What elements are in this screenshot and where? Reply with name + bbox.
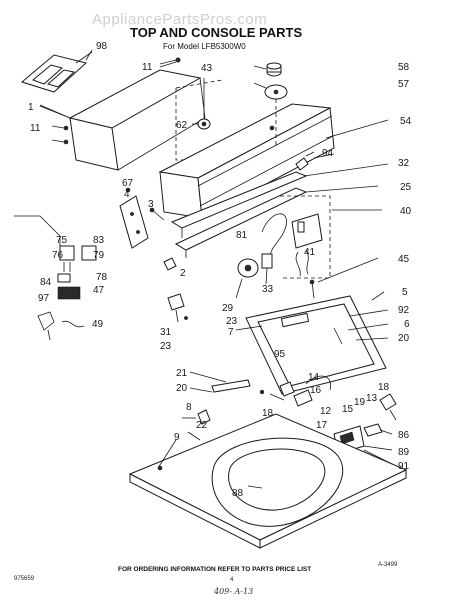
page-number: 4: [230, 577, 234, 583]
callout-57: 57: [398, 79, 410, 90]
callout-23-lower: 23: [160, 341, 172, 352]
callout-49: 49: [92, 319, 104, 330]
callout-4: 4: [124, 189, 130, 200]
callout-67: 67: [122, 178, 134, 189]
part-8-fastener: [197, 409, 211, 425]
callout-19: 19: [354, 397, 366, 408]
callout-41: 41: [304, 247, 316, 258]
part-98-bracket: [20, 51, 93, 93]
callout-11: 11: [142, 62, 153, 73]
callout-3: 3: [148, 199, 154, 210]
callout-29: 29: [222, 303, 234, 314]
part-4-side-bracket: [119, 187, 149, 249]
callout-92: 92: [398, 305, 410, 316]
part-29-motor: [235, 258, 259, 299]
callout-6: 6: [404, 319, 410, 330]
part-2-fastener: [163, 257, 177, 271]
callout-40: 40: [400, 206, 412, 217]
callout-88: 88: [232, 488, 244, 499]
callout-18-left: 18: [262, 408, 274, 419]
callout-25: 25: [400, 182, 412, 193]
callout-62: 62: [176, 120, 188, 131]
part-57-dial: [264, 84, 288, 146]
part-86-clip: [379, 393, 397, 421]
part-58-knob: [266, 62, 282, 77]
part-81-wire: [261, 213, 287, 263]
part-3-screw: [149, 207, 165, 221]
callout-75: 75: [56, 235, 68, 246]
callout-98: 98: [96, 41, 108, 52]
callout-43: 43: [201, 63, 213, 74]
callout-20: 20: [398, 333, 410, 344]
left-component-cluster: [14, 215, 97, 341]
callout-18: 18: [378, 382, 390, 393]
callout-13: 13: [366, 393, 378, 404]
callout-1: 1: [28, 102, 34, 113]
part-31-bracket: [167, 293, 188, 323]
callout-14: 14: [308, 372, 320, 383]
callout-labels: 98 11 43 58 57 1 11 62 54 94 32 67 4 3 2…: [28, 41, 412, 499]
callout-7: 7: [228, 327, 234, 338]
callout-78: 78: [96, 272, 108, 283]
callout-79: 79: [93, 250, 105, 261]
part-94-clip: [295, 151, 315, 171]
handwritten-note: 409- A-13: [213, 587, 253, 596]
callout-11-left: 11: [30, 123, 41, 134]
callout-81: 81: [236, 230, 248, 241]
ordering-note: FOR ORDERING INFORMATION REFER TO PARTS …: [118, 566, 311, 573]
callout-12: 12: [320, 406, 332, 417]
leader-lines: [39, 49, 393, 489]
part-33-switch: [261, 253, 273, 285]
callout-23: 23: [226, 316, 238, 327]
callout-83: 83: [93, 235, 105, 246]
part-22-top-panel: [128, 413, 408, 549]
callout-15: 15: [342, 404, 354, 415]
callout-20-left: 20: [176, 383, 188, 394]
part-40-timer-group: [280, 195, 331, 279]
model-subtitle: For Model LFB5300W0: [163, 42, 246, 51]
callout-31: 31: [160, 327, 172, 338]
callout-22: 22: [196, 420, 208, 431]
callout-2: 2: [180, 268, 186, 279]
callout-32: 32: [398, 158, 410, 169]
callout-45: 45: [398, 254, 410, 265]
part-14-lid-switch-group: [211, 375, 332, 407]
part-1-rear-panel: [39, 69, 206, 171]
callout-5: 5: [402, 287, 408, 298]
callout-86: 86: [398, 430, 410, 441]
callout-8: 8: [186, 402, 192, 413]
callout-84: 84: [40, 277, 52, 288]
callout-47: 47: [93, 285, 105, 296]
callout-97: 97: [38, 293, 50, 304]
diagram-title: TOP AND CONSOLE PARTS: [130, 25, 302, 40]
callout-17: 17: [316, 420, 328, 431]
part-7-lid-frame: [245, 295, 387, 395]
screws-11: [51, 57, 181, 145]
watermark: AppliancePartsPros.com: [92, 11, 267, 28]
callout-89: 89: [398, 447, 410, 458]
figure-code: A-3499: [378, 562, 398, 568]
callout-33: 33: [262, 284, 274, 295]
callout-58: 58: [398, 62, 410, 73]
callout-21: 21: [176, 368, 188, 379]
callout-94: 94: [322, 148, 334, 159]
callout-9: 9: [174, 432, 180, 443]
document-code: 975659: [14, 576, 35, 582]
callout-91: 91: [398, 461, 410, 472]
callout-54: 54: [400, 116, 412, 127]
part-45-screw: [309, 279, 315, 299]
callout-16: 16: [310, 385, 322, 396]
callout-95: 95: [274, 349, 286, 360]
callout-76: 76: [52, 250, 64, 261]
part-62-bracket-group: [175, 79, 223, 161]
part-54-console: [158, 103, 335, 219]
